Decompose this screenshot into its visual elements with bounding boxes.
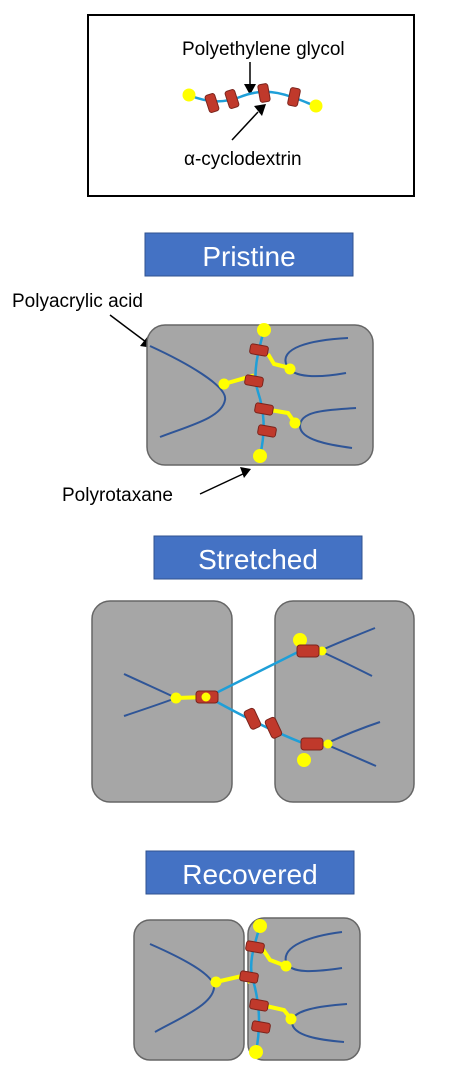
stretched-gel-block-right xyxy=(274,600,415,803)
stretched-banner xyxy=(153,535,363,580)
pristine-crosslink xyxy=(266,352,291,370)
stretched-cd-ring xyxy=(296,644,320,658)
pristine-banner xyxy=(144,232,354,277)
polyacrylic-acid-label: Polyacrylic acid xyxy=(12,291,143,312)
recovered-title: Recovered xyxy=(182,859,317,890)
stretched-stopper xyxy=(297,753,311,767)
pristine-crosslink-node xyxy=(284,363,296,375)
recovered-gel-block-right xyxy=(247,917,361,1061)
pristine-cd-ring xyxy=(257,424,277,438)
recovered-stopper xyxy=(249,1045,263,1059)
legend-peg-arrowhead xyxy=(244,84,256,95)
legend-stopper-left xyxy=(182,88,196,102)
recovered-cd-ring xyxy=(239,970,259,984)
recovered-cd-ring xyxy=(245,940,265,954)
legend-polyrotaxane xyxy=(182,83,323,113)
recovered-paa-chain xyxy=(149,943,216,1033)
stretched-peg-chain xyxy=(207,649,301,699)
stretched-panel: Stretched xyxy=(91,535,415,803)
polyrotaxane-arrow xyxy=(199,472,246,495)
recovered-cd-ring xyxy=(249,998,269,1012)
pristine-paa-chain xyxy=(298,407,357,449)
polyacrylic-acid-arrow xyxy=(109,314,147,343)
legend-cd-arrowhead xyxy=(254,104,266,116)
polyrotaxane-arrowhead xyxy=(240,467,251,478)
legend-cd-ring xyxy=(257,83,271,103)
pristine-crosslink-node xyxy=(218,378,230,390)
pristine-stopper xyxy=(253,449,267,463)
recovered-stopper xyxy=(253,919,267,933)
stretched-gel-block-left xyxy=(91,600,233,803)
legend-box: Polyethylene glycol α-cyclodextrin xyxy=(87,14,415,197)
stretched-crosslink-node xyxy=(323,739,333,749)
stretched-crosslink-node xyxy=(317,646,327,656)
pristine-cd-ring xyxy=(254,402,274,416)
stretched-cd-ring xyxy=(243,707,262,730)
stretched-crosslink-node xyxy=(170,692,182,704)
pristine-stopper xyxy=(257,323,271,337)
legend-cd-ring xyxy=(224,89,240,109)
pristine-cd-ring xyxy=(249,343,269,357)
pristine-cd-ring xyxy=(244,374,264,388)
legend-stopper-right xyxy=(309,99,323,113)
recovered-crosslink-node xyxy=(285,1013,297,1025)
recovered-crosslink-node xyxy=(210,976,222,988)
legend-cd-arrow xyxy=(231,111,259,141)
legend-peg-label: Polyethylene glycol xyxy=(182,39,345,60)
recovered-panel: Recovered xyxy=(133,850,361,1061)
recovered-gel-block-left xyxy=(133,919,245,1061)
pristine-panel: Pristine Polyacrylic acid Polyrotaxane xyxy=(12,232,374,506)
polyrotaxane-label: Polyrotaxane xyxy=(62,485,173,506)
legend-frame xyxy=(87,14,415,197)
pristine-paa-chain xyxy=(149,345,227,438)
stretched-title: Stretched xyxy=(198,544,318,575)
recovered-crosslink xyxy=(260,946,287,968)
stretched-stopper xyxy=(293,633,307,647)
recovered-crosslink-node xyxy=(280,960,292,972)
stretched-cd-ring xyxy=(264,716,283,739)
legend-cd-ring xyxy=(287,87,301,107)
pristine-crosslink-node xyxy=(289,417,301,429)
legend-cd-ring xyxy=(204,93,220,113)
stretched-cd-ring xyxy=(300,737,324,751)
stretched-crosslink-node xyxy=(201,692,211,702)
legend-cd-label: α-cyclodextrin xyxy=(184,149,302,170)
pristine-title: Pristine xyxy=(202,241,295,272)
recovered-cd-ring xyxy=(251,1020,271,1034)
recovered-banner xyxy=(145,850,355,895)
